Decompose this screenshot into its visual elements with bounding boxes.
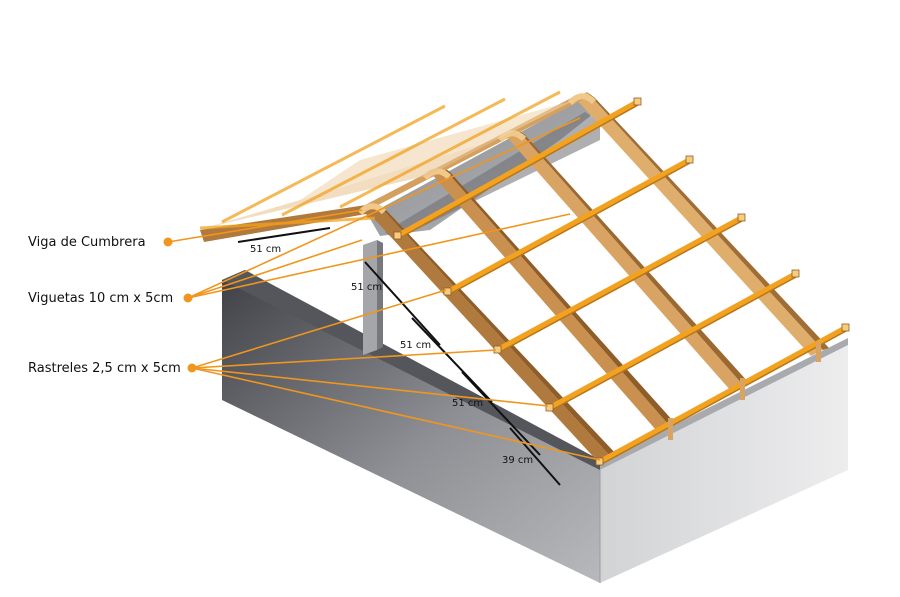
gable-wall [368, 100, 598, 236]
leader-batten-1 [191, 289, 447, 369]
dim-label-batten-1: 51 cm [400, 340, 431, 351]
left-long-wall [222, 270, 600, 583]
leader-dot-battens [187, 363, 197, 373]
dim-line-batten-last [509, 427, 561, 486]
label-battens: Rastreles 2,5 cm x 5cm [28, 361, 181, 376]
leader-dots [163, 237, 197, 373]
battens [395, 99, 849, 465]
batten-right-3 [495, 215, 745, 353]
labels: Viga de Cumbrera Viguetas 10 cm x 5cm Ra… [28, 235, 181, 376]
leader-dot-ridge [163, 237, 173, 247]
label-joists: Viguetas 10 cm x 5cm [28, 291, 173, 306]
left-wall-top [222, 270, 600, 470]
gable [363, 100, 600, 355]
dim-label-batten-last: 39 cm [502, 455, 533, 466]
dim-line-ridge [237, 227, 331, 243]
dim-line-batten-2 [461, 371, 541, 456]
left-slope-faded [205, 100, 575, 228]
batten-right-4 [547, 271, 799, 411]
leader-joist-3 [187, 117, 581, 299]
posts-under-battens [668, 342, 821, 440]
dim-label-batten-2: 51 cm [452, 398, 483, 409]
label-ridge-beam: Viga de Cumbrera [28, 235, 146, 250]
front-end-wall [600, 345, 848, 583]
walls [222, 270, 848, 583]
gable-inner-shadow [385, 112, 600, 240]
center-post [363, 240, 377, 355]
rafter-4 [575, 92, 829, 356]
leader-batten-4 [191, 367, 601, 461]
dim-line-batten-1 [411, 317, 493, 403]
rafter-front-right [366, 204, 618, 464]
batten-ends [393, 97, 850, 466]
leader-lines [167, 117, 601, 461]
leader-ridge [167, 209, 363, 243]
leader-batten-2 [191, 349, 497, 369]
rafter-3 [505, 129, 749, 391]
batten-right-1 [395, 99, 641, 239]
dim-label-ridge: 51 cm [250, 244, 281, 255]
battens-shade [397, 104, 847, 466]
dimension-labels: 51 cm 51 cm 51 cm 51 cm 39 cm [250, 244, 533, 466]
batten-right-5 [597, 325, 849, 465]
leader-joist-1 [187, 239, 363, 299]
dim-label-post: 51 cm [351, 282, 382, 293]
center-post-side [377, 240, 383, 350]
front-wall-top [600, 338, 848, 470]
batten-right-2 [445, 157, 693, 295]
leader-joist-2 [187, 213, 571, 299]
leader-dot-joists [183, 293, 193, 303]
leader-batten-3 [191, 367, 549, 407]
